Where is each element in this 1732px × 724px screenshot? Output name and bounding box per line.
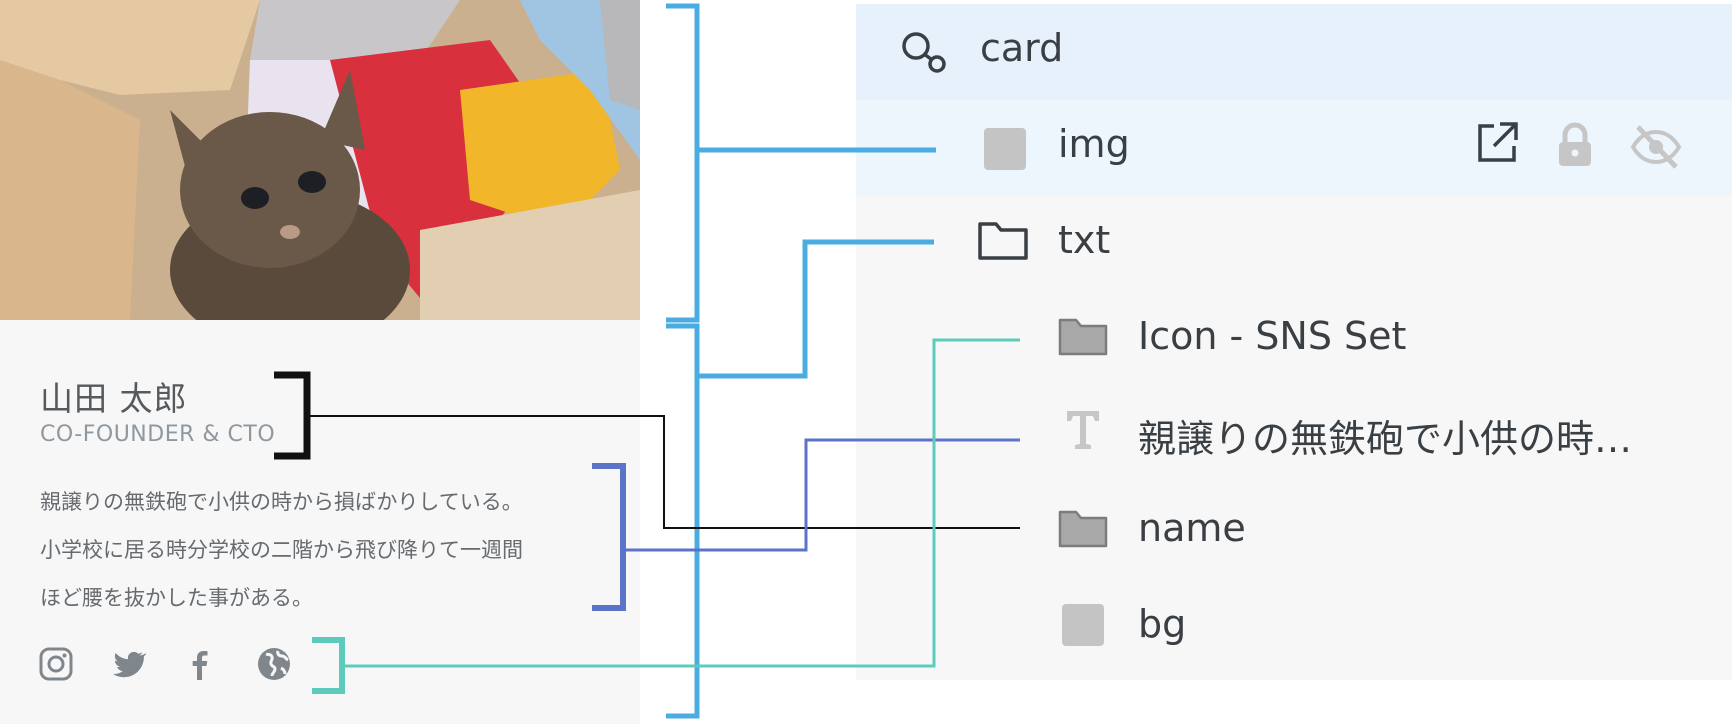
text-icon [1064, 408, 1102, 454]
person-name: 山田 太郎 [40, 379, 188, 418]
layer-label: name [1138, 506, 1246, 550]
layer-label: bg [1138, 602, 1187, 646]
card-preview: 山田 太郎 CO-FOUNDER & CTO 親譲りの無鉄砲で小供の時から損ばか… [0, 0, 640, 724]
card-image [0, 0, 640, 320]
layer-rows-background [856, 196, 1732, 680]
folder-icon [1058, 314, 1108, 360]
layer-label: Icon - SNS Set [1138, 314, 1407, 358]
card-bracket [666, 3, 936, 719]
bio-bracket [592, 438, 1020, 611]
bio-line: ほど腰を抜かした事がある。 [40, 586, 313, 610]
twitter-icon[interactable] [110, 646, 148, 682]
person-title: CO-FOUNDER & CTO [40, 422, 276, 447]
eye-off-icon[interactable] [1630, 124, 1682, 174]
facebook-icon[interactable] [182, 646, 218, 682]
rectangle-icon [1062, 604, 1104, 650]
folder-icon [1058, 506, 1108, 552]
folder-outline-icon [978, 218, 1028, 264]
layer-label: 親譲りの無鉄砲で小供の時… [1138, 417, 1633, 461]
kitten-photo [0, 0, 640, 320]
layer-label: card [980, 26, 1064, 70]
globe-icon[interactable] [256, 646, 292, 682]
layer-row-card[interactable] [856, 4, 1732, 100]
external-link-icon[interactable] [1474, 120, 1520, 170]
sns-bracket [312, 338, 1020, 694]
lock-icon[interactable] [1556, 122, 1594, 172]
bio-line: 小学校に居る時分学校の二階から飛び降りて一週間 [40, 538, 523, 562]
instagram-icon[interactable] [38, 646, 74, 682]
layer-label: img [1058, 122, 1130, 166]
rectangle-icon [984, 128, 1026, 174]
bio-line: 親譲りの無鉄砲で小供の時から損ばかりしている。 [40, 490, 523, 514]
layer-label: txt [1058, 218, 1111, 262]
bio-text: 親譲りの無鉄砲で小供の時から損ばかりしている。 小学校に居る時分学校の二階から飛… [40, 478, 600, 622]
name-bracket [274, 371, 1020, 529]
card-background [0, 320, 640, 724]
component-icon [898, 28, 948, 78]
